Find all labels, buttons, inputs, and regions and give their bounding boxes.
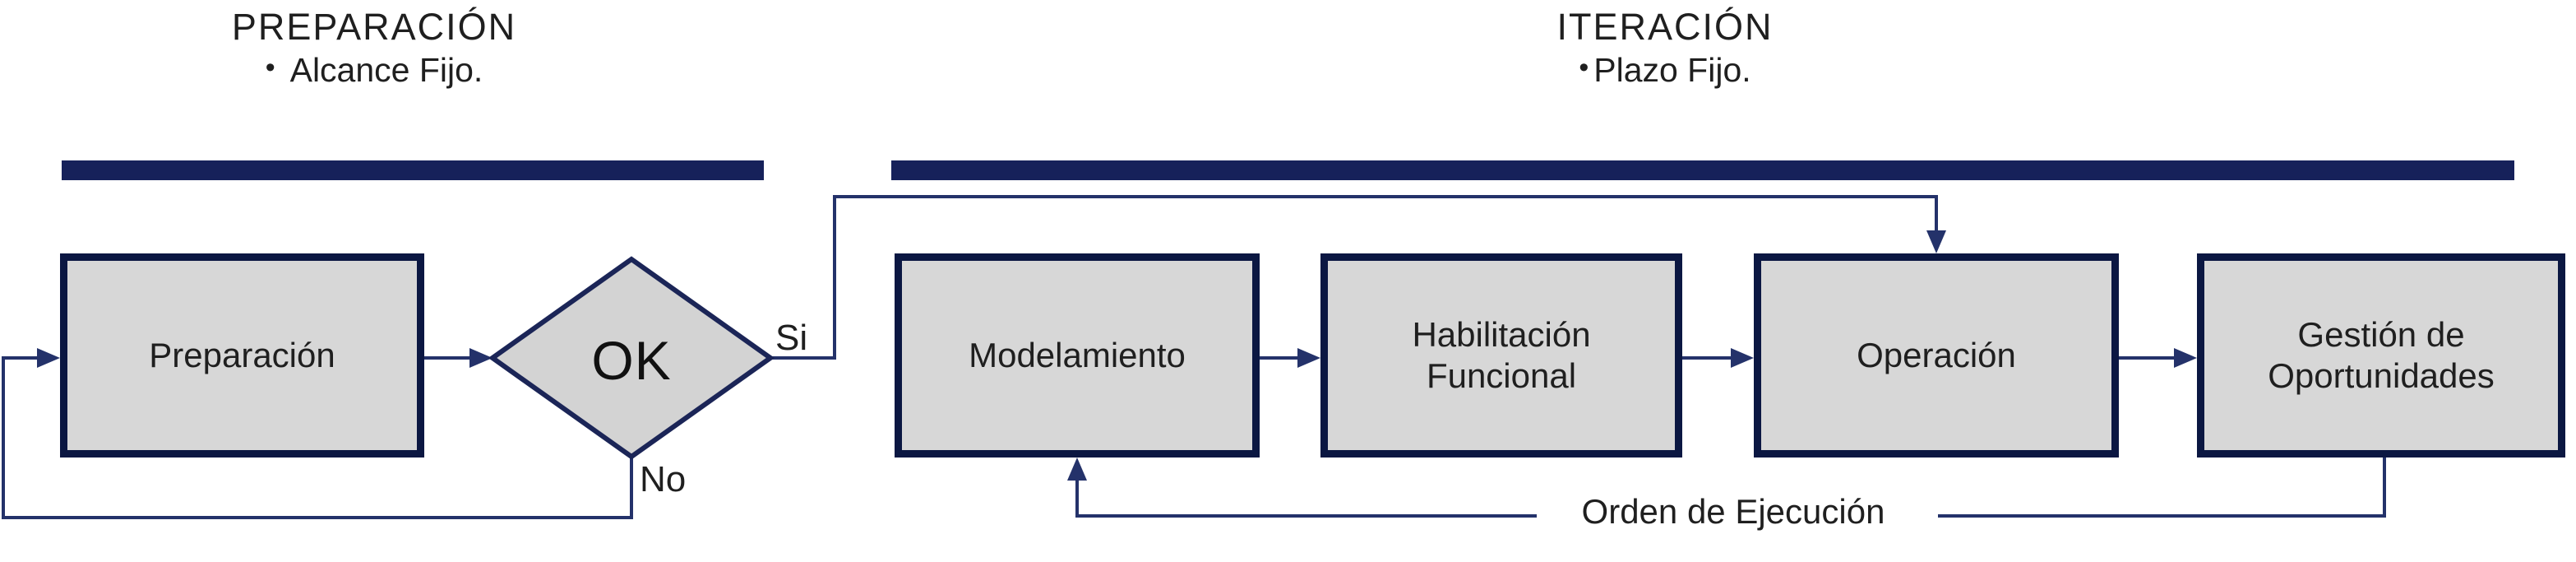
si-branch-label: Si [775,318,808,358]
ok-decision-diamond [488,256,775,460]
flow-box-label: Preparación [149,336,335,375]
flow-box-label: Habilitación Funcional [1412,315,1591,395]
arrowhead-into-gestion [2174,348,2197,368]
ok-decision-label: OK [591,330,672,391]
no-loop-connector [2,356,633,519]
section-header-preparacion: PREPARACIÓN • Alcance Fijo. [210,8,539,87]
flow-box-operacion: Operación [1754,253,2119,457]
section-bullet-item: •Plazo Fijo. [1501,53,1829,87]
orden-de-ejecucion-label: Orden de Ejecución [1581,492,1885,531]
section-bullet-item: • Alcance Fijo. [210,53,539,87]
bullet-icon: • [1579,52,1589,83]
flow-box-preparacion: Preparación [60,253,424,457]
flow-box-gestion-oportunidades: Gestión de Oportunidades [2197,253,2565,457]
flow-box-habilitacion-funcional: Habilitación Funcional [1320,253,1682,457]
arrowhead-into-operacion [1731,348,1754,368]
arrowhead-into-habilitacion [1297,348,1320,368]
si-connector [770,195,1938,360]
flow-box-label: Gestión de Oportunidades [2268,315,2495,395]
section-bullet-text: Alcance Fijo. [289,51,483,89]
flow-box-label: Modelamiento [969,336,1186,375]
arrowhead-into-ok [469,348,493,368]
no-branch-label: No [640,459,687,499]
feedback-connector-right [1938,457,2386,518]
preparacion-phase-bar [62,160,764,180]
flow-box-modelamiento: Modelamiento [895,253,1260,457]
bullet-icon: • [265,52,275,83]
iteracion-phase-bar [891,160,2514,180]
flow-box-label: Operación [1857,336,2016,375]
arrowhead-feedback-into-modelamiento [1067,457,1087,481]
section-header-iteracion: ITERACIÓN •Plazo Fijo. [1501,8,1829,87]
section-title: ITERACIÓN [1556,6,1774,48]
arrowhead-into-preparacion [37,348,60,368]
feedback-connector-left [1075,479,1537,518]
arrowhead-si-into-operacion [1926,230,1946,253]
section-bullet-text: Plazo Fijo. [1593,51,1751,89]
section-title: PREPARACIÓN [231,6,517,48]
